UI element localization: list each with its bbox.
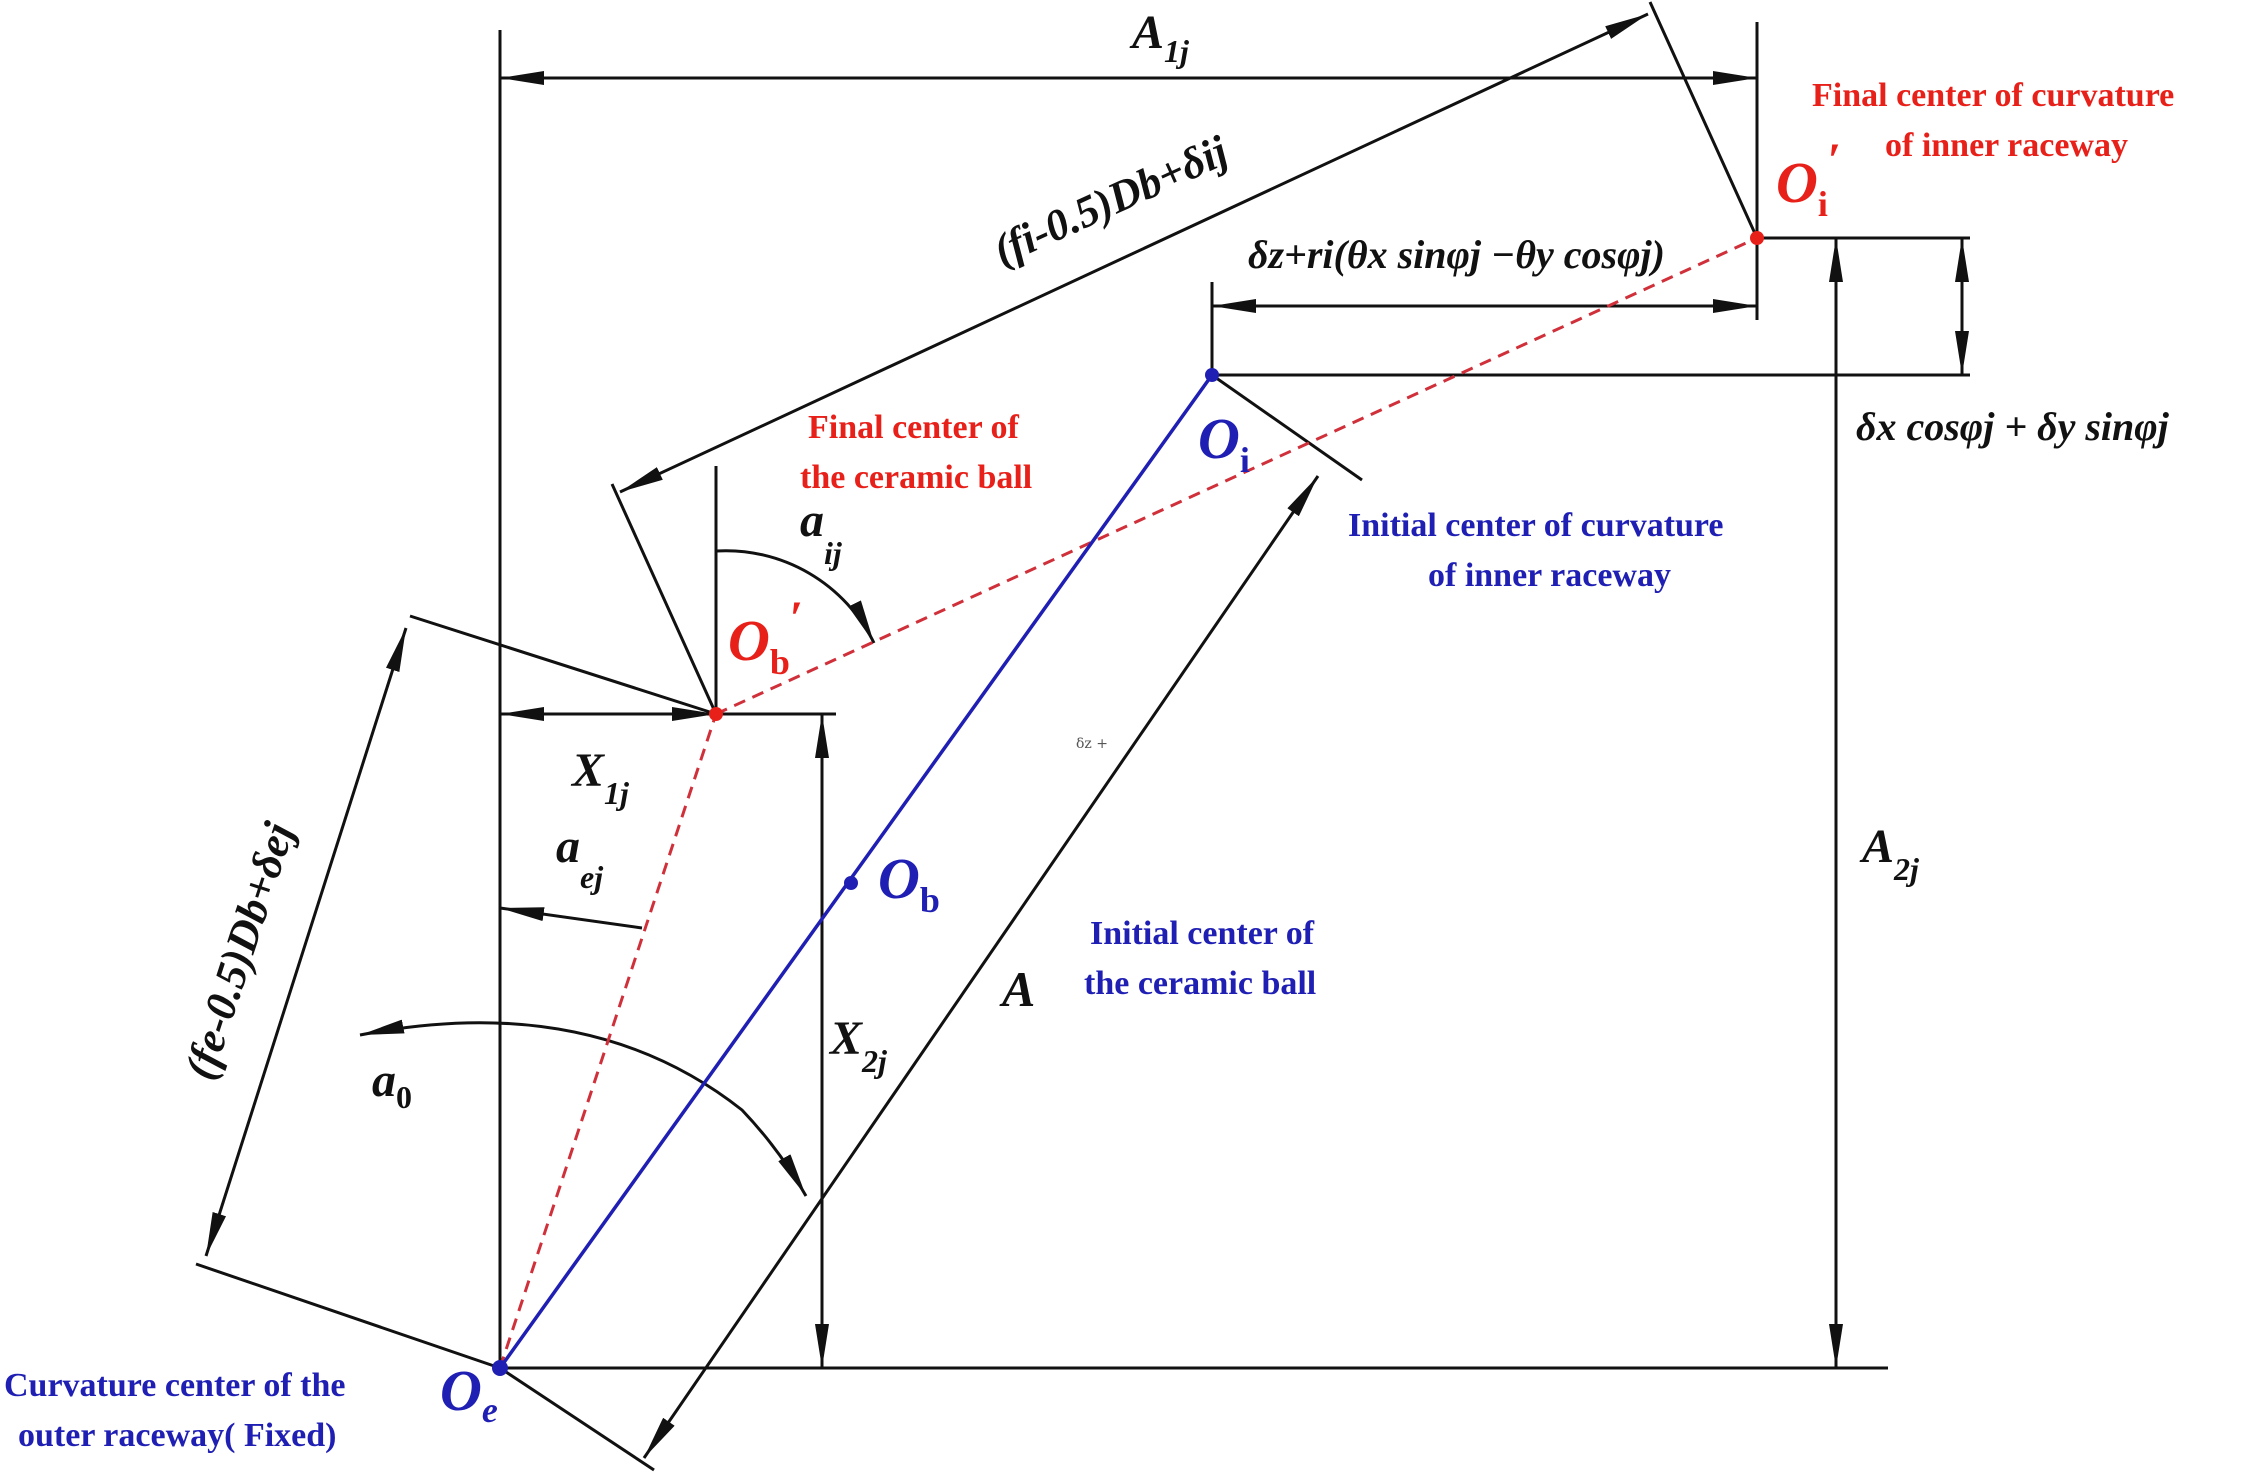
oi-letter: O (1198, 406, 1240, 471)
x1j-letter: X (570, 744, 605, 797)
oi-prime-letter: O (1776, 150, 1818, 215)
ob-prime-mark: ′ (790, 592, 804, 645)
a-ext-bottom (499, 1366, 655, 1472)
alpha-0-sub: 0 (396, 1079, 412, 1115)
label-outer-curvature: Curvature center of the outer raceway( F… (4, 1367, 354, 1454)
alpha-ej-sub: ej (580, 859, 603, 895)
outer-len-ext-top (409, 614, 717, 716)
ob-prime-sub: b (770, 642, 790, 682)
x2j-letter: X (828, 1012, 863, 1065)
label-alpha-ej: aej (556, 820, 603, 895)
label-a: A (999, 961, 1035, 1017)
label-final-inner-curvature: Final center of curvature of inner racew… (1812, 77, 2183, 164)
label-initial-inner-curvature: Initial center of curvature of inner rac… (1348, 507, 1732, 594)
label-alpha-ij: aij (800, 494, 842, 571)
oe-letter: O (440, 1358, 482, 1423)
label-final-ball: Final center of the ceramic ball (800, 409, 1032, 496)
alpha-ij-sub: ij (824, 535, 842, 571)
a1j-sub: 1j (1164, 33, 1189, 69)
label-outer-curvature-line2: outer raceway( Fixed) (18, 1417, 336, 1454)
label-x1j: X1j (570, 744, 629, 811)
a-dimension-line (642, 475, 1320, 1459)
label-final-inner-curvature-line1: Final center of curvature (1812, 77, 2174, 114)
alpha-0-arc (359, 1019, 808, 1197)
label-initial-ball: Initial center of the ceramic ball (1084, 915, 1323, 1002)
ob-letter: O (878, 846, 920, 911)
alpha-0-letter: a (372, 1054, 396, 1107)
label-outer-curvature-line1: Curvature center of the (4, 1367, 345, 1404)
ob-prime-letter: O (728, 608, 770, 673)
alpha-ij-letter: a (800, 494, 824, 547)
a2j-sub: 2j (1893, 851, 1919, 887)
final-ball-to-inner-line (715, 236, 1758, 716)
label-initial-ball-line2: the ceramic ball (1084, 965, 1316, 1002)
label-final-inner-curvature-line2: of inner raceway (1885, 127, 2128, 164)
oe-sub: e (482, 1390, 498, 1430)
inner-len-ext-top (1648, 1, 1759, 239)
initial-contact-line (498, 373, 1214, 1370)
point-oi (1205, 368, 1219, 382)
ob-sub: b (920, 880, 940, 920)
label-final-ball-line2: the ceramic ball (800, 459, 1032, 496)
final-contact-line (498, 713, 718, 1369)
oi-prime-mark: ′ (1828, 134, 1842, 187)
oi-prime-sub: i (1818, 184, 1828, 224)
point-ob-prime (709, 707, 723, 721)
label-oi-prime: Oi′ (1776, 134, 1841, 224)
alpha-ij-arc (715, 549, 876, 644)
label-a1j: A1j (1129, 6, 1189, 69)
label-initial-inner-curvature-line1: Initial center of curvature (1348, 507, 1724, 544)
x2j-sub: 2j (861, 1043, 887, 1079)
label-ob-prime: Ob′ (728, 592, 803, 682)
label-delta-z-expression: δz+ri(θx sinφj −θy cosφj) (1248, 232, 1665, 277)
alpha-ej-arrow (499, 906, 643, 930)
a-ext-top (1211, 373, 1363, 482)
a2j-letter: A (1859, 820, 1894, 873)
small-note: δz + (1076, 736, 1108, 752)
label-oe: Oe (440, 1358, 498, 1430)
label-outer-length: (fe-0.5)Db+δej (175, 816, 304, 1085)
outer-len-dimension-line (204, 627, 408, 1257)
oi-sub: i (1240, 440, 1250, 480)
label-inner-length: (fi-0.5)Db+δij (986, 126, 1236, 275)
label-final-ball-line1: Final center of (808, 409, 1020, 446)
alpha-ej-letter: a (556, 820, 580, 873)
label-initial-ball-line1: Initial center of (1090, 915, 1315, 952)
label-alpha-0: a0 (372, 1054, 412, 1115)
label-x2j: X2j (828, 1012, 887, 1079)
inner-len-dimension-line (619, 12, 1649, 494)
label-a2j: A2j (1859, 820, 1919, 887)
a1j-letter: A (1129, 6, 1164, 59)
point-oi-prime (1750, 231, 1764, 245)
x1j-sub: 1j (604, 775, 629, 811)
label-ob: Ob (878, 846, 940, 920)
label-delta-x-expression: δx cosφj + δy sinφj (1856, 404, 2170, 449)
label-oi: Oi (1198, 406, 1250, 480)
inner-len-ext-bottom (610, 483, 718, 715)
point-ob (844, 876, 858, 890)
point-oe (492, 1360, 508, 1376)
outer-len-ext-bottom (195, 1262, 501, 1370)
label-initial-inner-curvature-line2: of inner raceway (1428, 557, 1671, 594)
